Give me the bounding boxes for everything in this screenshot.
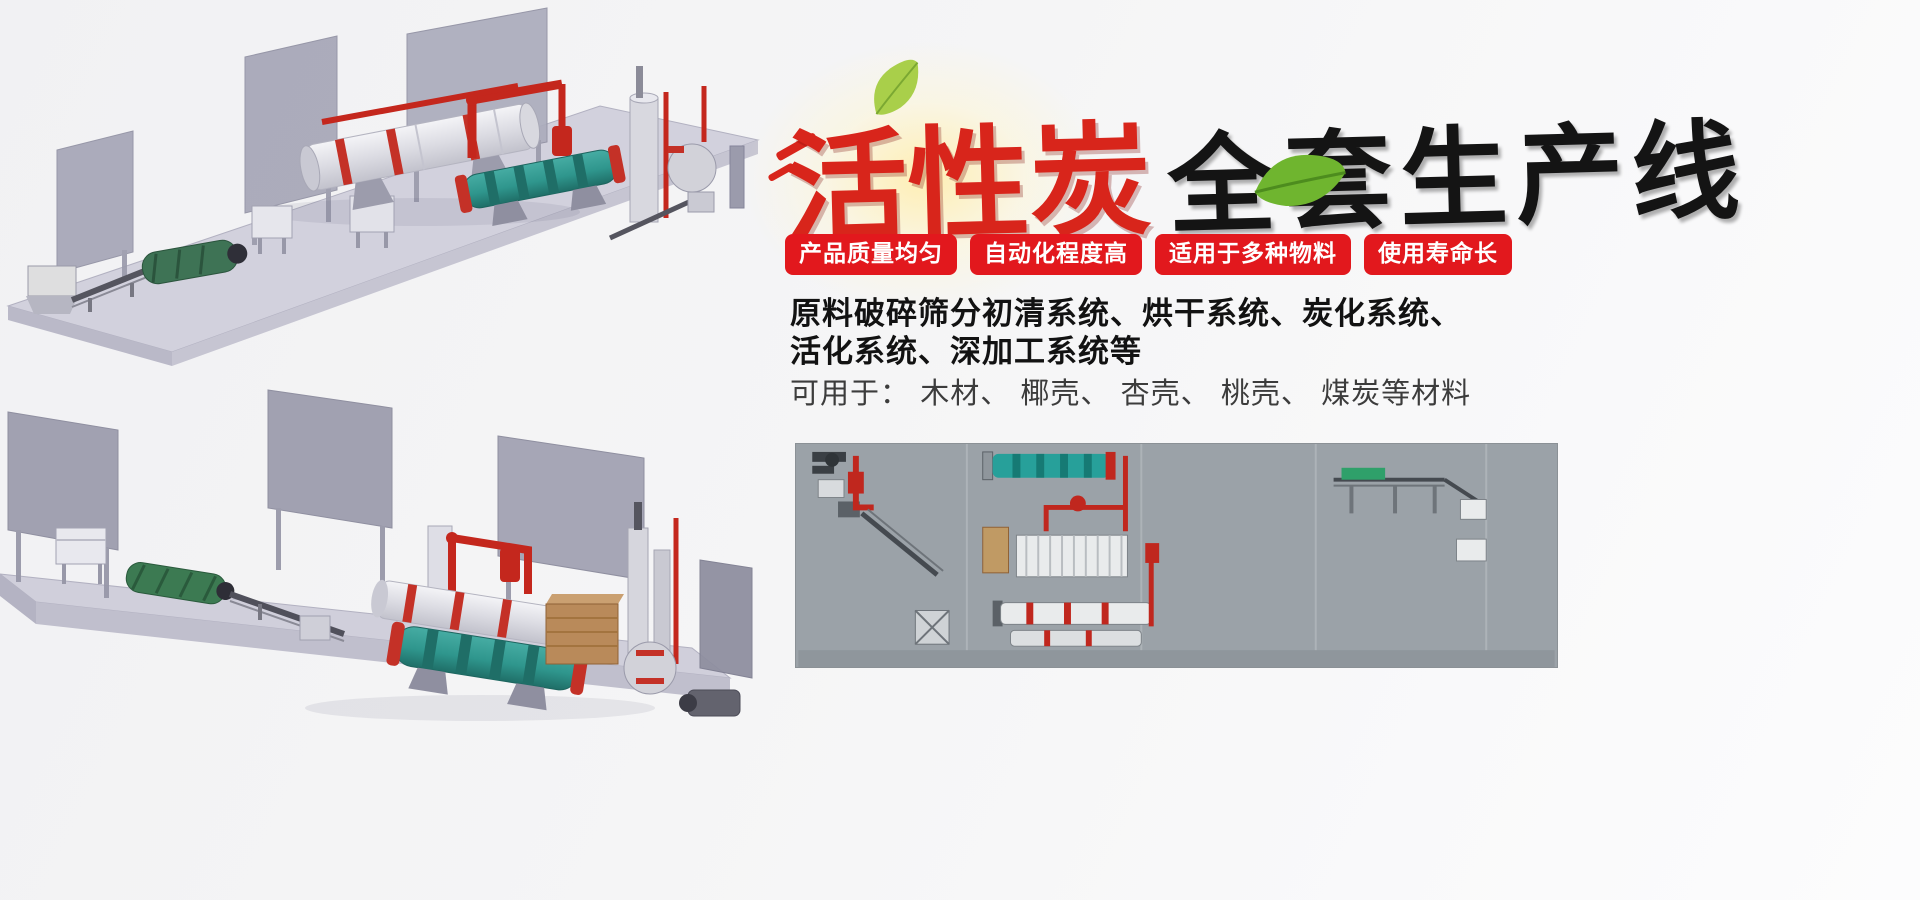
incline-conveyor xyxy=(229,591,345,642)
system-description: 原料破碎筛分初清系统、烘干系统、炭化系统、 活化系统、深加工系统等 xyxy=(790,296,1462,372)
diagram-teal-drum xyxy=(982,451,1116,481)
wall-panels xyxy=(7,389,753,679)
production-line-3d-illustration-bottom xyxy=(0,389,753,721)
red-piping xyxy=(321,79,566,158)
shadow xyxy=(260,198,580,226)
production-line-3d-illustration-top xyxy=(6,7,760,366)
diagram-right-conveyor xyxy=(1333,467,1487,520)
badge-automation: 自动化程度高 xyxy=(970,234,1142,276)
production-line-layout-diagram xyxy=(795,443,1558,668)
title-dark-text: 全套生产线 xyxy=(1166,109,1750,250)
cooling-towers xyxy=(623,502,679,695)
diagram-louver-building xyxy=(1015,534,1128,578)
system-description-line2: 活化系统、深加工系统等 xyxy=(790,333,1142,370)
activation-drum-teal xyxy=(386,621,589,711)
diagram-brick-box xyxy=(982,526,1010,574)
usage-description: 可用于： 木材、 椰壳、 杏壳、 桃壳、 煤炭等材料 xyxy=(790,376,1472,410)
diagram-red-riser xyxy=(1145,543,1160,627)
diagram-red-pipes-left xyxy=(847,455,874,511)
discharge-unit xyxy=(679,689,741,717)
diagram-dryer-drum xyxy=(992,600,1152,627)
screening-drum-green xyxy=(125,562,235,605)
leaf-icon xyxy=(874,59,919,115)
activation-drum-teal xyxy=(454,144,626,226)
shadow xyxy=(305,695,655,721)
furnace-tower-assembly xyxy=(608,66,717,241)
leaf-icon xyxy=(1254,154,1346,206)
screening-drum-green xyxy=(141,239,248,285)
red-piping-structure xyxy=(427,525,532,604)
badge-materials: 适用于多种物料 xyxy=(1155,234,1351,276)
feed-hopper xyxy=(55,527,107,584)
banner-title: 活性炭全套生产线 xyxy=(741,37,1749,317)
badge-row: 产品质量均匀 自动化程度高 适用于多种物料 使用寿命长 xyxy=(785,234,1512,276)
badge-quality: 产品质量均匀 xyxy=(785,234,957,276)
badge-lifespan: 使用寿命长 xyxy=(1364,234,1512,276)
diagram-red-loop-piping xyxy=(1043,495,1126,532)
diagram-packing-machine xyxy=(1455,538,1487,562)
diagram-incline-conveyor xyxy=(860,508,944,577)
right-elevator xyxy=(729,145,745,209)
diagram-braced-box xyxy=(914,609,950,645)
system-description-line1: 原料破碎筛分初清系统、烘干系统、炭化系统、 xyxy=(790,296,1462,332)
diagram-second-drum xyxy=(1009,629,1142,647)
red-cyclone-tank xyxy=(552,126,572,156)
floor-slab xyxy=(0,573,732,700)
brick-furnace xyxy=(545,594,624,665)
